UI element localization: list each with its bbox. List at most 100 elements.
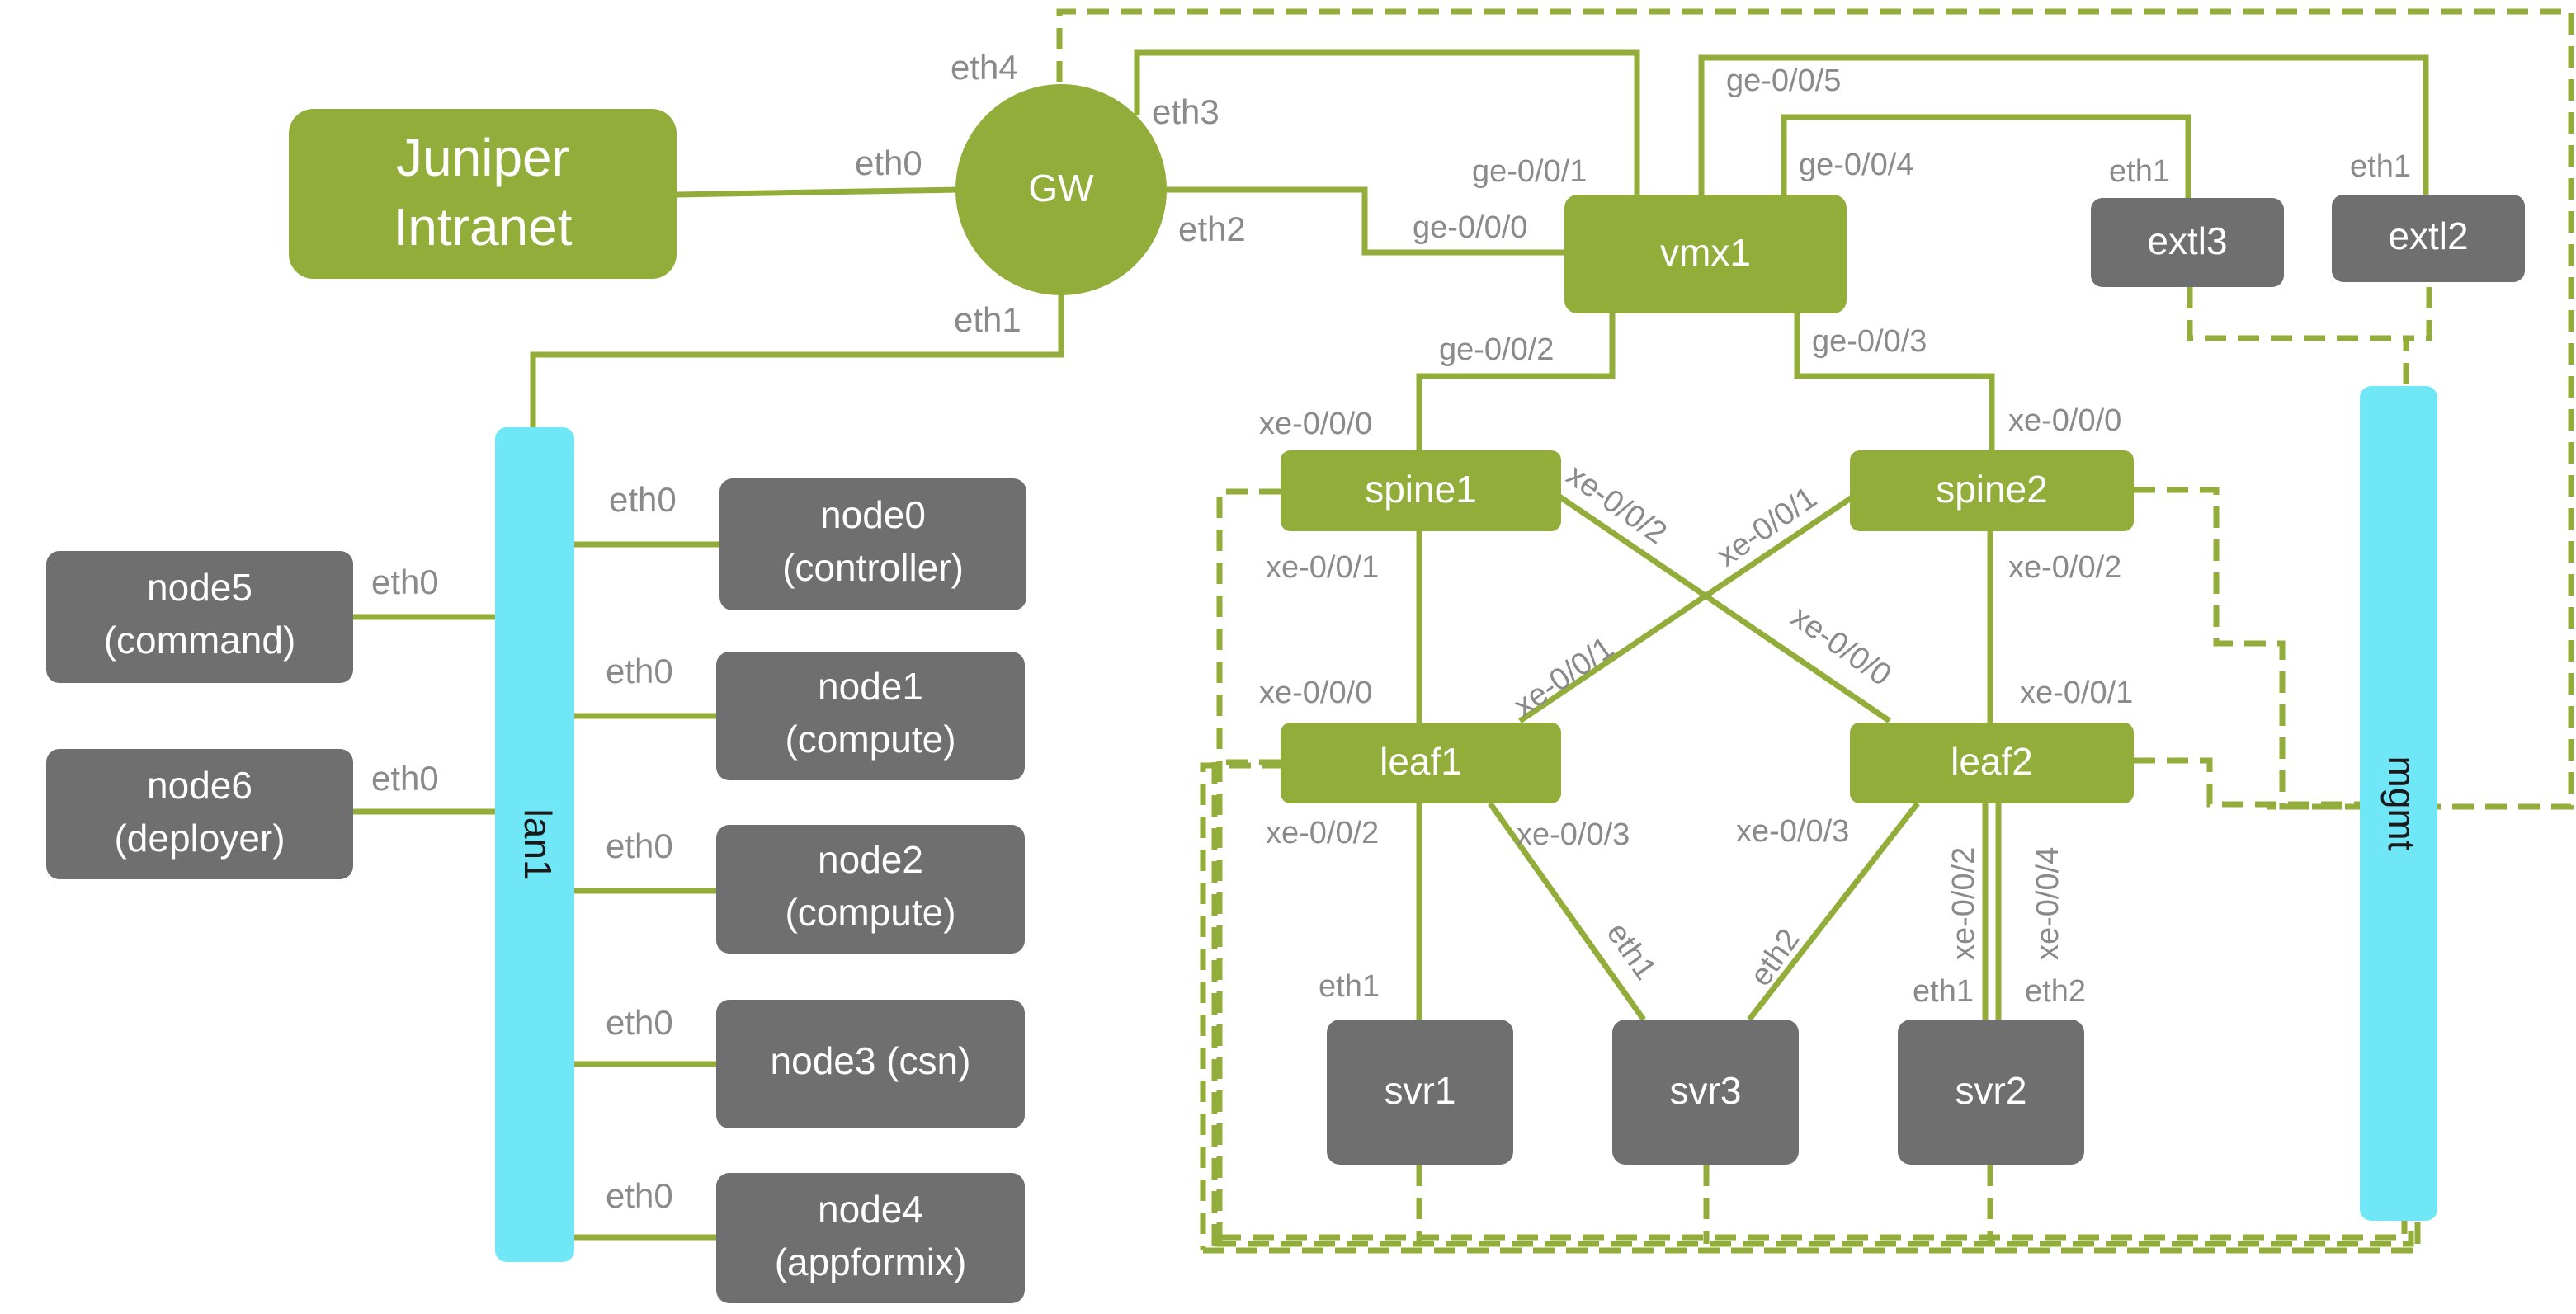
gw-mgmt-link [1056, 8, 2574, 810]
node2-label-line2: (compute) [785, 891, 955, 934]
port-spine1-xe000: xe-0/0/0 [1259, 407, 1372, 441]
svr2-label: svr2 [1956, 1069, 2027, 1112]
port-leaf2-xe004: xe-0/0/4 [2031, 847, 2065, 960]
intranet-node: Juniper Intranet [289, 109, 677, 279]
port-leaf2-xe003: xe-0/0/3 [1736, 814, 1849, 849]
port-spine1-xe001: xe-0/0/1 [1266, 550, 1379, 585]
node6-label-line1: node6 [147, 764, 252, 807]
node5-label-line1: node5 [147, 566, 252, 609]
node6-label-line2: (deployer) [114, 817, 285, 860]
node1-box: node1 (compute) [716, 652, 1025, 780]
port-gw-eth0: eth0 [855, 144, 922, 182]
data-links [353, 49, 2429, 1241]
gw-lan1-link [530, 290, 1064, 432]
extl2-node: extl2 [2332, 195, 2525, 282]
leaf2-node: leaf2 [1850, 723, 2134, 803]
vmx-spine1-link [1416, 313, 1616, 450]
vmx-spine2-link [1794, 313, 1995, 450]
mgmt-links [1056, 8, 2574, 1254]
port-node2-eth0: eth0 [606, 827, 673, 865]
svr3-node: svr3 [1612, 1020, 1799, 1165]
port-gw-eth3: eth3 [1152, 92, 1220, 131]
extl3-mgmt-link [2187, 287, 2406, 341]
node1-label-line1: node1 [818, 665, 923, 708]
port-leaf2-xe001: xe-0/0/1 [2020, 676, 2133, 710]
spine1-leaf2-link [1558, 494, 1891, 723]
vmx-extl3-link [1781, 114, 2191, 198]
bottom-mgmt-bus-a [1203, 1221, 2421, 1254]
node0-box: node0 (controller) [719, 478, 1026, 610]
lan1-label: lan1 [517, 809, 559, 881]
mgmt-bus: mgmt [2360, 386, 2437, 1221]
leaf1-mgmt-link-b [1200, 762, 1284, 1250]
leaf2-label: leaf2 [1951, 740, 2033, 783]
leaf1-label: leaf1 [1380, 740, 1462, 783]
leaf1-mgmt-link-a [1211, 759, 1281, 1247]
port-svr2-eth2: eth2 [2025, 974, 2086, 1009]
node4-label-line2: (appformix) [775, 1241, 967, 1283]
extl2-mgmt-link [2403, 287, 2432, 388]
port-leaf2-xe002: xe-0/0/2 [1946, 847, 1981, 960]
port-node6-eth0: eth0 [371, 759, 439, 798]
port-leaf1-xe002: xe-0/0/2 [1266, 816, 1379, 850]
extl3-label: extl3 [2147, 219, 2227, 262]
intranet-gw-link [676, 186, 960, 198]
mgmt-label: mgmt [2380, 756, 2423, 851]
node6-box: node6 (deployer) [46, 749, 353, 879]
port-node5-eth0: eth0 [371, 563, 439, 601]
node4-label-line1: node4 [818, 1188, 923, 1231]
port-leaf1-xe000: xe-0/0/0 [1259, 676, 1372, 710]
port-node0-eth0: eth0 [609, 480, 677, 519]
gw-node: GW [955, 84, 1167, 295]
port-gw-eth1: eth1 [954, 300, 1021, 339]
node2-box: node2 (compute) [716, 825, 1025, 954]
node3-box: node3 (csn) [716, 1000, 1025, 1128]
port-vmx-ge003: ge-0/0/3 [1812, 324, 1927, 359]
spine1-label: spine1 [1365, 468, 1477, 511]
intranet-label-line2: Intranet [393, 197, 572, 257]
extl3-node: extl3 [2091, 198, 2284, 287]
port-vmx-ge004: ge-0/0/4 [1799, 148, 1913, 182]
vmx1-label: vmx1 [1660, 231, 1751, 274]
lan1-bus: lan1 [495, 427, 574, 1262]
svr3-label: svr3 [1670, 1069, 1742, 1112]
svr1-node: svr1 [1327, 1020, 1513, 1165]
leaf1-node: leaf1 [1281, 723, 1561, 803]
port-node3-eth0: eth0 [606, 1003, 673, 1042]
svr1-label: svr1 [1385, 1069, 1456, 1112]
port-gw-eth2: eth2 [1178, 210, 1246, 248]
gw-vmx-eth2-link [1167, 186, 1564, 256]
node5-label-line2: (command) [104, 619, 296, 662]
node1-label-line2: (compute) [785, 718, 955, 761]
port-spine2-xe002: xe-0/0/2 [2008, 550, 2121, 585]
port-vmx-ge002: ge-0/0/2 [1439, 332, 1554, 367]
port-spine2-xe000: xe-0/0/0 [2008, 403, 2121, 438]
vmx-mgmt-ge005-link [1698, 54, 2429, 195]
port-leaf1-xe001: xe-0/0/1 [1507, 630, 1621, 723]
port-node1-eth0: eth0 [606, 652, 673, 690]
leaf2-mgmt-link [2134, 757, 2360, 808]
gw-vmx-eth3-link [1134, 49, 1640, 195]
port-vmx-ge000: ge-0/0/0 [1413, 210, 1527, 245]
node0-label-line2: (controller) [782, 546, 964, 589]
port-extl3-eth1: eth1 [2109, 154, 2170, 189]
port-leaf1-xe003: xe-0/0/3 [1517, 817, 1630, 852]
port-gw-eth4: eth4 [951, 48, 1018, 87]
port-svr2-eth1: eth1 [1913, 974, 1974, 1009]
node5-box: node5 (command) [46, 551, 353, 683]
vmx1-node: vmx1 [1564, 195, 1847, 313]
node3-label: node3 (csn) [771, 1039, 971, 1082]
bottom-mgmt-bus-b [1215, 1221, 2414, 1247]
spine2-node: spine2 [1850, 450, 2134, 531]
leaf1-svr3-link [1488, 801, 1646, 1022]
leaf2-svr3-link [1747, 801, 1920, 1022]
port-extl2-eth1: eth1 [2350, 149, 2411, 184]
extl2-label: extl2 [2388, 214, 2468, 257]
port-node4-eth0: eth0 [606, 1176, 673, 1215]
bottom-mgmt-bus-c [1220, 1221, 2408, 1241]
port-svr1-eth1: eth1 [1319, 969, 1380, 1004]
node0-label-line1: node0 [820, 493, 926, 536]
gw-label: GW [1028, 167, 1094, 210]
spine2-leaf1-link [1518, 494, 1855, 723]
